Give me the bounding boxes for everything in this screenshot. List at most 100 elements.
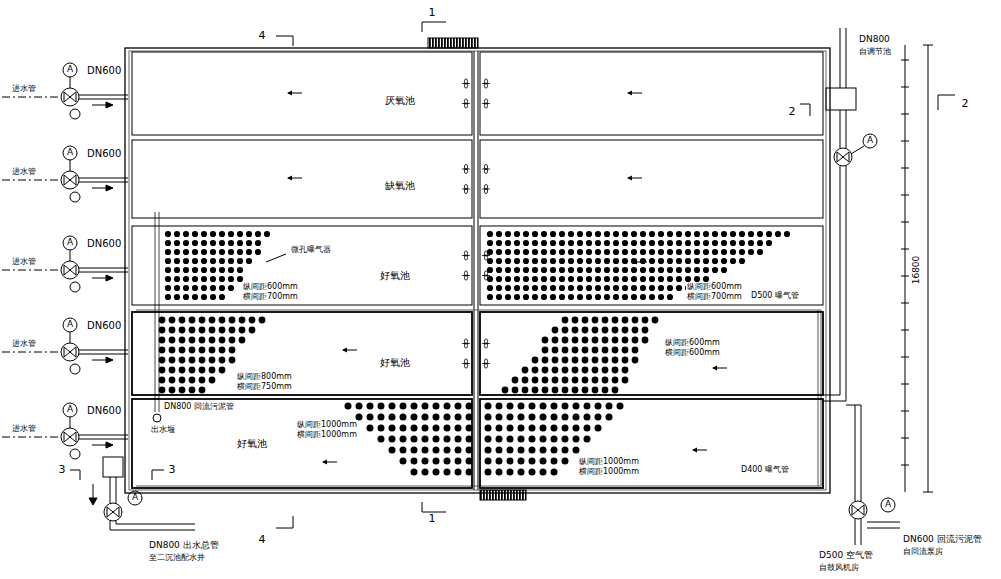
aerator-dot (658, 231, 664, 237)
aerator-dot (617, 403, 624, 410)
aerator-dot (455, 436, 462, 443)
aerator-dot (522, 377, 529, 384)
aerator-dot (192, 285, 198, 291)
drawing-label: 微孔曝气器 (290, 246, 332, 255)
aerator-dot (612, 357, 619, 364)
aerator-dot (219, 327, 226, 334)
aerator-dot (523, 294, 529, 300)
compartment-name: 好氧池 (236, 438, 268, 449)
aerator-dot (512, 387, 519, 394)
drawing-label: DN800 回流污泥管 (163, 403, 235, 412)
drawing-label: DN800 (858, 35, 891, 45)
drawing-label: D500 空气管 (818, 551, 874, 561)
aerator-dot (721, 240, 727, 246)
aerator-dot (514, 240, 520, 246)
aerator-dot (573, 436, 580, 443)
aerator-dot (757, 240, 763, 246)
flow-arrow (89, 498, 97, 505)
aerator-dot (378, 425, 385, 432)
aerator-dot (389, 447, 396, 454)
aerator-dot (667, 231, 673, 237)
aerator-dot (622, 231, 628, 237)
aerator-dot (201, 294, 207, 300)
aerator-dot (159, 327, 166, 334)
aerator-dot (219, 367, 226, 374)
aerator-dot (640, 240, 646, 246)
aerator-dot (169, 367, 176, 374)
aerator-dot (613, 258, 619, 264)
aerator-dot (518, 425, 525, 432)
aerator-dot (237, 231, 243, 237)
pump-symbol (61, 171, 79, 189)
drawing-label: D400 曝气管 (740, 466, 790, 475)
aerator-dot (165, 258, 171, 264)
aerator-dot (165, 249, 171, 255)
mixer-shaft (482, 255, 490, 256)
aerator-dot (540, 425, 547, 432)
aerator-dot (507, 403, 514, 410)
aerator-dot (541, 294, 547, 300)
aerator-dot (582, 347, 589, 354)
aerator-dot (378, 414, 385, 421)
aerator-dot (540, 403, 547, 410)
aerator-dot (622, 377, 629, 384)
aerator-dot (541, 267, 547, 273)
divider-wall (478, 51, 479, 490)
inlet-pipe (79, 178, 128, 179)
aerator-dot (613, 294, 619, 300)
aerator-dot (255, 231, 261, 237)
aerator-dot (356, 414, 363, 421)
drawing-label: 纵间距600mm (664, 339, 721, 348)
aerator-dot (562, 425, 569, 432)
callout-circle (881, 498, 895, 512)
aerator-dot (676, 231, 682, 237)
aerator-dot (592, 317, 599, 324)
aerator-dot (433, 403, 440, 410)
aerator-dot (541, 240, 547, 246)
flow-arrow (287, 91, 292, 96)
inlet-pipe (2, 437, 58, 438)
callout-circle (63, 236, 77, 250)
aerator-dot (505, 285, 511, 291)
aerator-dot (466, 436, 473, 443)
aerator-dot (183, 249, 189, 255)
aerator-dot (529, 436, 536, 443)
aerator-dot (466, 403, 473, 410)
drawing-label: 2 (961, 98, 970, 110)
flow-arrow (106, 275, 113, 281)
aerator-dot (721, 258, 727, 264)
inlet-pipe (2, 352, 58, 353)
aerator-dot (586, 240, 592, 246)
outlet-well (103, 457, 123, 477)
dimension-tick (901, 222, 909, 223)
aerator-dot (411, 447, 418, 454)
aerator-dot (572, 357, 579, 364)
aerator-dot (433, 458, 440, 465)
mixer-symbol (482, 99, 490, 108)
aerator-dot (604, 240, 610, 246)
inlet-pump (2, 146, 128, 202)
aerator-dot (389, 414, 396, 421)
aerator-dot (685, 231, 691, 237)
aerator-dot (550, 285, 556, 291)
aerator-dot (757, 249, 763, 255)
drawing-label: DN600 (86, 320, 122, 331)
aerator-dot (433, 414, 440, 421)
valve-symbol (852, 505, 864, 515)
aerator-dot (632, 337, 639, 344)
mixer-symbol (482, 339, 490, 348)
aerator-dot (667, 276, 673, 282)
drawing-label: 出水堰 (150, 426, 176, 435)
aerator-dot (496, 425, 503, 432)
aerator-dot (239, 317, 246, 324)
pump-symbol (61, 428, 79, 446)
inlet-pipe (79, 99, 128, 100)
aerator-dot (631, 258, 637, 264)
drawing-label: 纵间距600mm (242, 283, 299, 292)
aerator-dot (174, 258, 180, 264)
aerator-dot (631, 294, 637, 300)
compartment-name: 缺氧池 (384, 180, 416, 191)
aerator-dot (577, 258, 583, 264)
aerator-dot (694, 258, 700, 264)
air-main (861, 405, 862, 501)
